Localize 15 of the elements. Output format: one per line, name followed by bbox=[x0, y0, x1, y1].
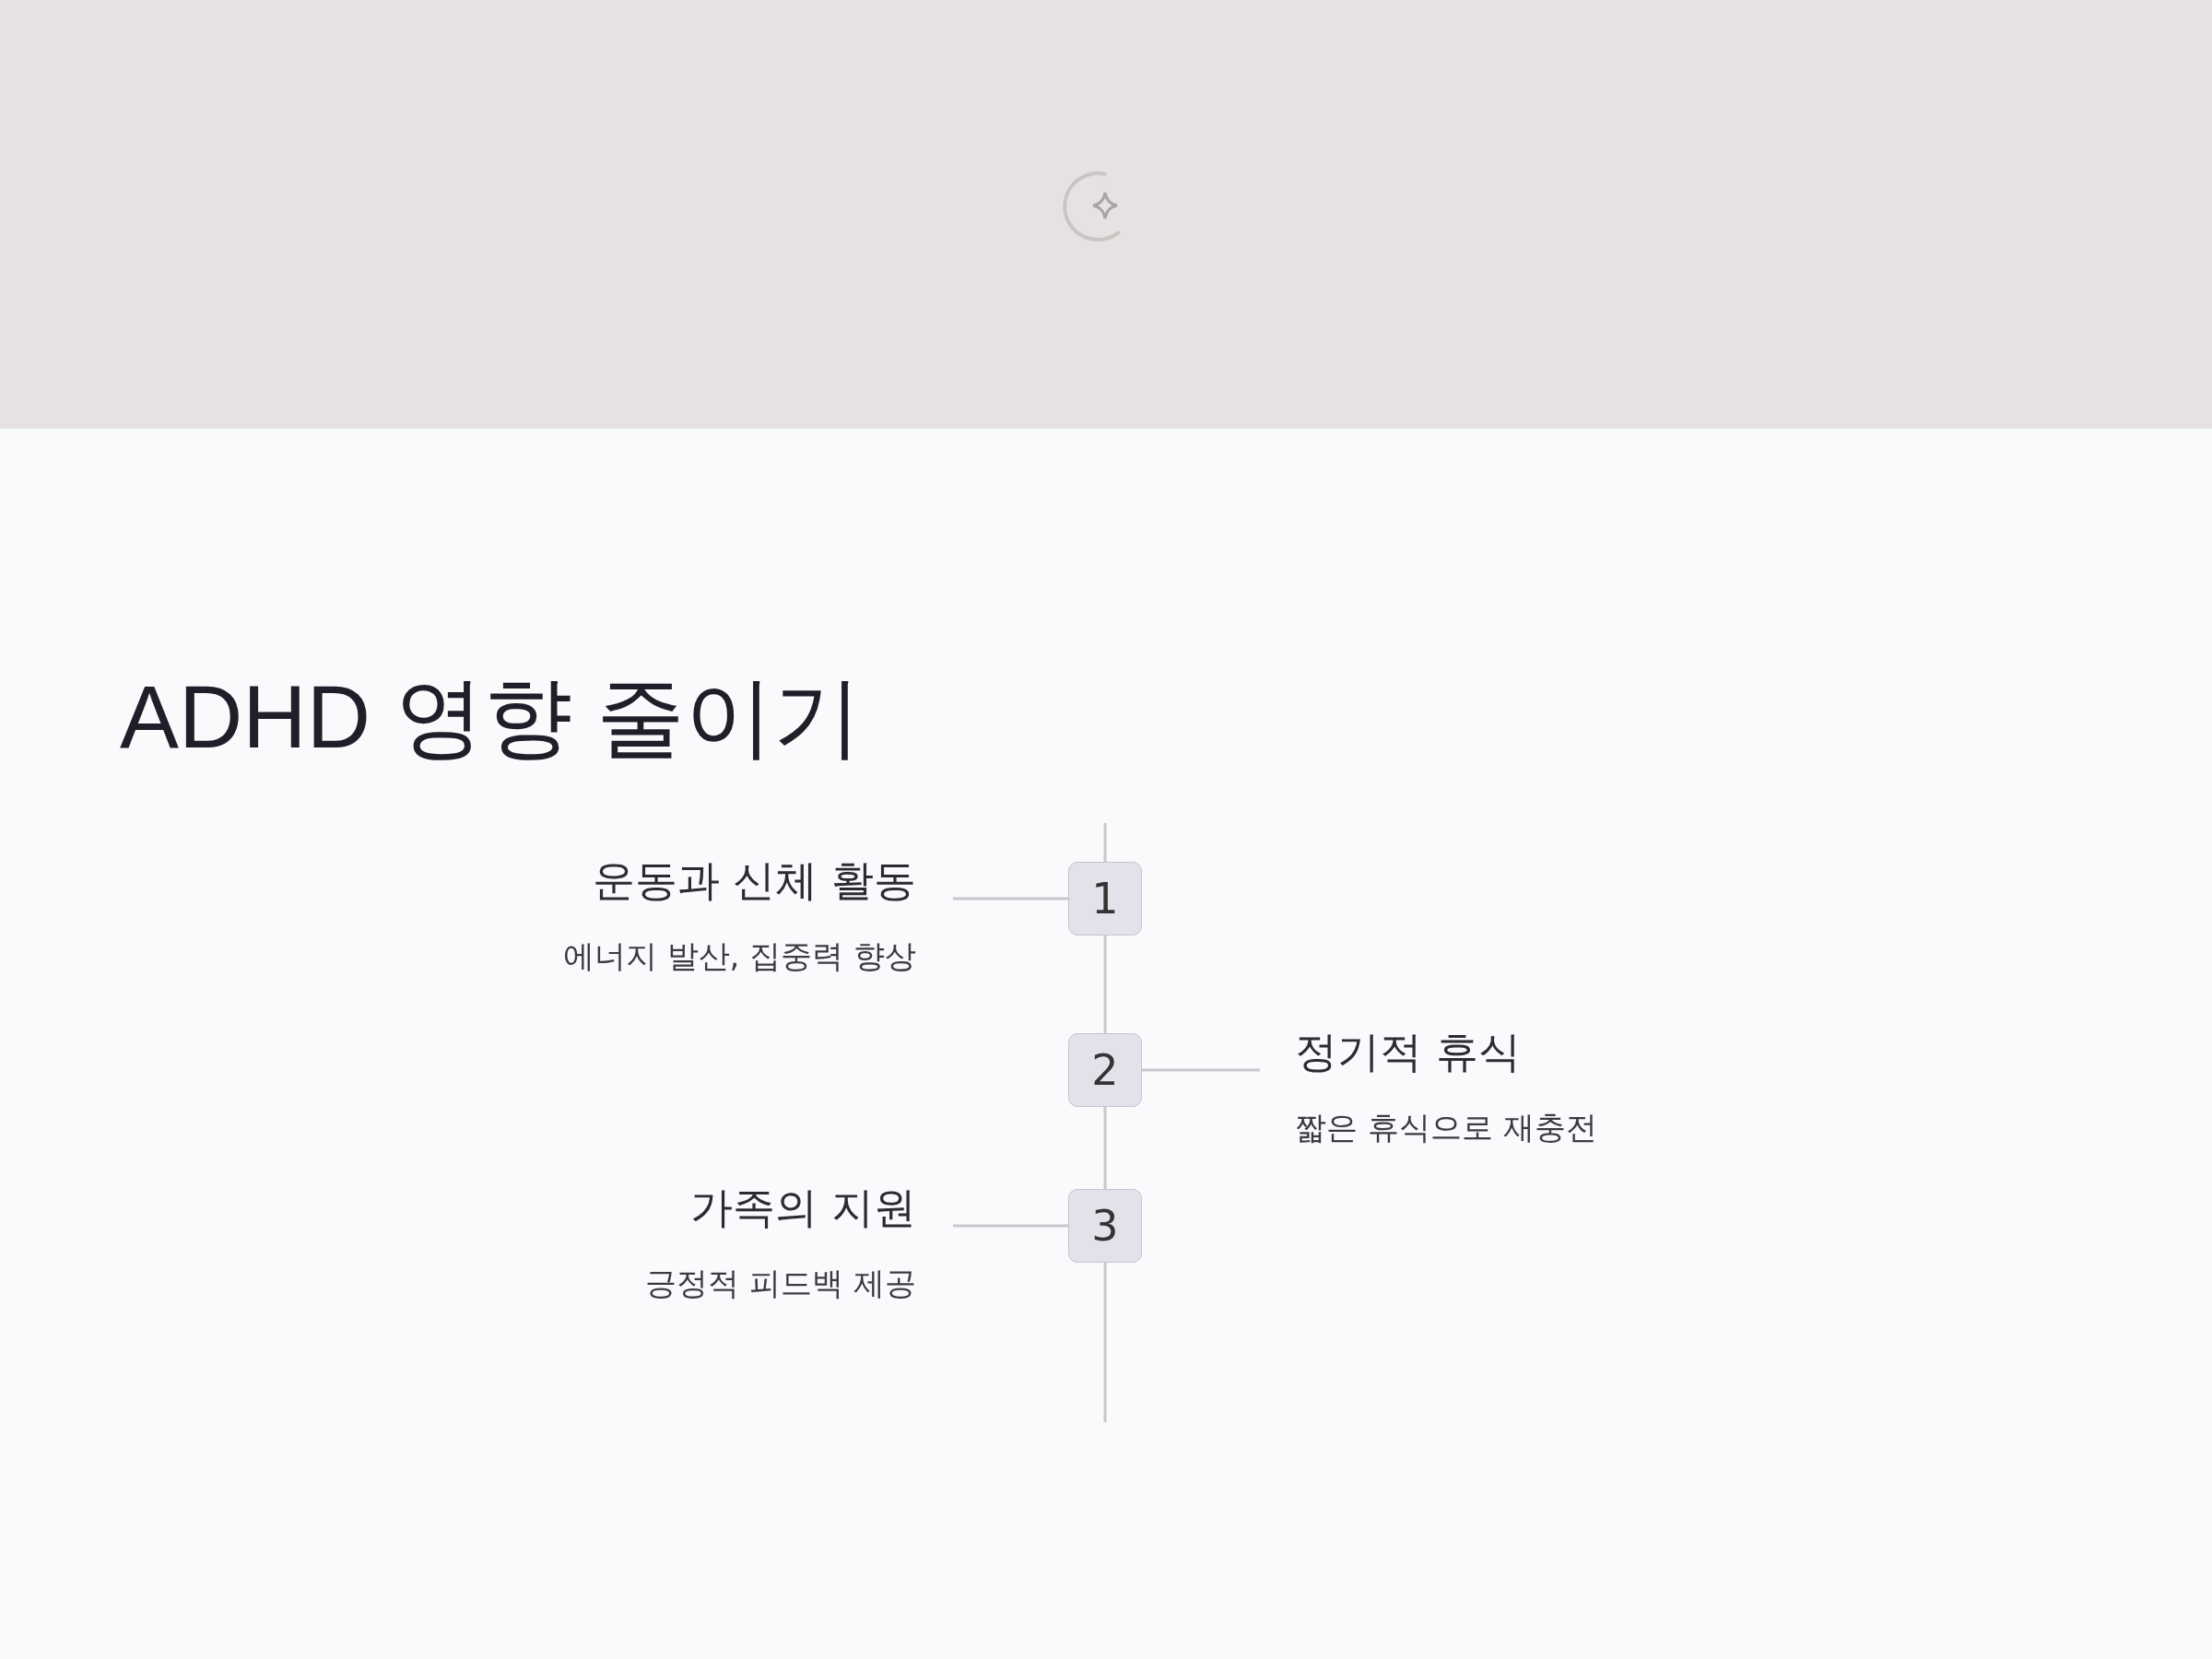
step-heading: 운동과 신체 활동 bbox=[592, 854, 916, 907]
step-heading: 가족의 지원 bbox=[690, 1182, 916, 1234]
connector-line bbox=[1142, 1068, 1260, 1072]
step-number-box: 3 bbox=[1068, 1189, 1142, 1263]
step-heading: 정기적 휴식 bbox=[1295, 1026, 1521, 1078]
step-number-box: 2 bbox=[1068, 1033, 1142, 1107]
connector-line bbox=[953, 1224, 1068, 1228]
step-description: 에너지 발산, 집중력 향상 bbox=[561, 936, 916, 976]
step-description: 긍정적 피드백 제공 bbox=[644, 1264, 916, 1303]
step-description: 짧은 휴식으로 재충전 bbox=[1295, 1108, 1598, 1147]
connector-line bbox=[1103, 935, 1107, 1033]
step-number-box: 1 bbox=[1068, 862, 1142, 935]
connector-line bbox=[1103, 1107, 1107, 1189]
connector-line bbox=[953, 897, 1068, 900]
slide-title: ADHD 영향 줄이기 bbox=[120, 666, 863, 768]
